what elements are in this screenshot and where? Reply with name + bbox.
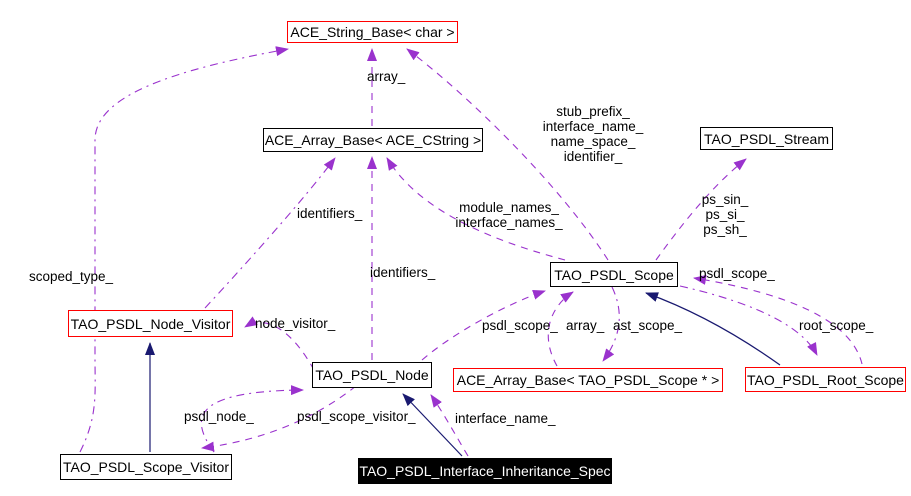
edge-node-visitor bbox=[244, 316, 315, 371]
node-tao-psdl-root-scope[interactable]: TAO_PSDL_Root_Scope bbox=[745, 367, 906, 392]
edge-identifiers-from-node-visitor bbox=[204, 157, 336, 309]
edge-label-stub-prefix-block: stub_prefix_ interface_name_ name_space_… bbox=[536, 104, 650, 164]
edge-stub-prefix bbox=[406, 48, 609, 261]
edge-label-stub-prefix: stub_prefix_ bbox=[556, 104, 630, 119]
edge-label-psdl-scope-left: psdl_scope_ bbox=[482, 318, 558, 333]
node-tao-psdl-scope[interactable]: TAO_PSDL_Scope bbox=[550, 262, 678, 287]
edge-label-ast-scope: ast_scope_ bbox=[613, 318, 683, 333]
edge-label-ps-block: ps_sin_ ps_si_ ps_sh_ bbox=[696, 192, 754, 237]
edge-array-mid bbox=[547, 291, 574, 367]
edge-label-psdl-scope-visitor: psdl_scope_visitor_ bbox=[297, 409, 416, 424]
edge-label-scoped-type: scoped_type_ bbox=[29, 269, 114, 284]
node-ace-string-base[interactable]: ACE_String_Base< char > bbox=[287, 21, 458, 43]
edge-label-node-visitor: node_visitor_ bbox=[255, 316, 336, 331]
edge-label-psdl-scope-right: psdl_scope_ bbox=[699, 266, 775, 281]
edge-inherit-inheritance-spec-to-node bbox=[402, 393, 463, 457]
node-tao-psdl-interface-inheritance-spec: TAO_PSDL_Interface_Inheritance_Spec bbox=[358, 458, 612, 484]
node-tao-psdl-node-visitor[interactable]: TAO_PSDL_Node_Visitor bbox=[68, 310, 233, 337]
edge-psdl-scope-from-node bbox=[421, 290, 546, 361]
node-ace-array-base-cstring[interactable]: ACE_Array_Base< ACE_CString > bbox=[263, 128, 483, 152]
edge-label-identifier: identifier_ bbox=[563, 149, 623, 164]
edge-ast-scope bbox=[602, 286, 620, 362]
edge-ps-stream bbox=[655, 158, 747, 261]
edge-label-array-top: array_ bbox=[367, 69, 406, 84]
edge-interface-name bbox=[430, 394, 469, 457]
edge-label-psdl-node: psdl_node_ bbox=[184, 409, 254, 424]
edge-module-names bbox=[386, 157, 566, 261]
edge-inherit-root-scope-to-scope bbox=[645, 292, 781, 366]
edge-label-name-space: name_space_ bbox=[550, 134, 636, 149]
edge-label-ps-sh: ps_sh_ bbox=[703, 222, 747, 237]
edge-label-interface-name-top: interface_name_ bbox=[542, 119, 644, 134]
edge-label-module-names: module_names_ bbox=[459, 200, 559, 215]
edge-root-scope bbox=[679, 285, 818, 356]
edge-label-identifiers-1: identifiers_ bbox=[297, 206, 363, 221]
edge-psdl-scope-from-root bbox=[693, 275, 863, 365]
edge-label-identifiers-2: identifiers_ bbox=[370, 265, 436, 280]
edge-label-interface-name-bottom: interface_name_ bbox=[455, 411, 556, 426]
edge-label-root-scope: root_scope_ bbox=[799, 318, 874, 333]
edge-psdl-node bbox=[200, 385, 304, 453]
edge-scoped-type bbox=[79, 46, 289, 453]
edge-label-interface-names: interface_names_ bbox=[455, 215, 563, 230]
node-tao-psdl-scope-visitor[interactable]: TAO_PSDL_Scope_Visitor bbox=[60, 454, 232, 480]
edge-label-ps-sin: ps_sin_ bbox=[701, 192, 749, 207]
node-ace-array-base-scope-ptr[interactable]: ACE_Array_Base< TAO_PSDL_Scope * > bbox=[453, 368, 723, 392]
edge-psdl-scope-visitor bbox=[201, 385, 357, 452]
node-tao-psdl-stream[interactable]: TAO_PSDL_Stream bbox=[700, 127, 833, 150]
edge-label-module-names-block: module_names_ interface_names_ bbox=[450, 200, 568, 230]
edge-label-ps-si: ps_si_ bbox=[705, 207, 745, 222]
node-tao-psdl-node[interactable]: TAO_PSDL_Node bbox=[312, 362, 432, 388]
edge-label-array-mid: array_ bbox=[566, 318, 605, 333]
